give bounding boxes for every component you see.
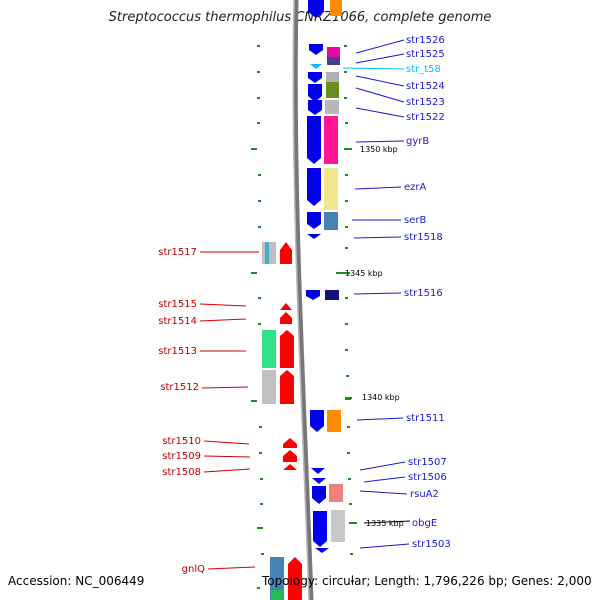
gene-label-right[interactable]: serB	[404, 215, 426, 226]
gene-label-right[interactable]: str1518	[404, 232, 443, 243]
genome-backbone	[292, 0, 314, 600]
gene-arrow-str1508	[283, 464, 297, 470]
gene-arrow-str1509	[283, 450, 297, 462]
track-dots	[251, 45, 355, 589]
gene-label-right[interactable]: str1522	[406, 112, 445, 123]
gene-label-left[interactable]: str1515	[158, 299, 197, 310]
gene-arrow-gyrB	[307, 116, 321, 164]
gene-arrow-ezrA	[307, 168, 321, 206]
forward-strand-features	[262, 242, 302, 600]
gene-arrow-serB	[307, 212, 321, 229]
left-gene-labels: str1517 str1515 str1514 str1513 str1512 …	[158, 247, 205, 575]
gene-arrow-rsuA2	[312, 486, 326, 504]
map-title: Streptococcus thermophilus CNRZ1066, com…	[108, 10, 492, 25]
gene-arrow-str1511	[310, 410, 324, 432]
left-leader-lines	[199, 251, 259, 570]
gene-arrow-str1512	[280, 370, 294, 404]
gene-arrow-str1510	[283, 438, 297, 448]
scale-label-1350: 1350 kbp	[360, 145, 398, 154]
gene-label-right[interactable]: str_t58	[406, 64, 441, 75]
gene-arrow-gnlQ	[288, 557, 302, 600]
gene-arrow-str1517	[280, 242, 292, 264]
gene-label-left[interactable]: str1509	[162, 451, 201, 462]
gene-arrow-str1506	[312, 478, 326, 484]
gene-label-right[interactable]: obgE	[412, 518, 437, 529]
gene-label-right[interactable]: str1511	[406, 413, 445, 424]
gene-label-left[interactable]: str1510	[162, 436, 201, 447]
gene-arrow-str1522	[308, 100, 322, 115]
right-leader-lines	[342, 39, 410, 549]
right-gene-labels: str1526 str1525 str_t58 str1524 str1523 …	[404, 35, 451, 550]
gene-arrow-str1507	[311, 468, 325, 474]
gene-arrow-str1523	[308, 84, 322, 102]
gene-arrow-str1518	[307, 234, 321, 239]
gene-label-right[interactable]: str1507	[408, 457, 447, 468]
gene-label-left[interactable]: str1514	[158, 316, 197, 327]
gene-arrow-str1503	[315, 548, 329, 553]
gene-arrow-str1513	[280, 330, 294, 368]
gene-label-right[interactable]: str1525	[406, 49, 445, 60]
gene-label-right[interactable]: gyrB	[406, 136, 429, 147]
gene-arrow-str1516	[306, 290, 320, 300]
scale-label-1345: 1345 kbp	[345, 269, 383, 278]
scale-label-1335: 1335 kbp	[366, 519, 404, 528]
gene-arrow-str1515	[280, 303, 292, 310]
gene-arrow-str1524	[308, 72, 322, 83]
genome-summary: Topology: circular; Length: 1,796,226 bp…	[262, 574, 592, 588]
gene-label-left[interactable]: str1517	[158, 247, 197, 258]
gene-label-right[interactable]: str1506	[408, 472, 447, 483]
genome-backbone-highlight	[292, 0, 310, 600]
gene-label-right[interactable]: str1523	[406, 97, 445, 108]
gene-arrow-obgE	[313, 511, 327, 547]
gene-label-right[interactable]: str1516	[404, 288, 443, 299]
gene-label-left[interactable]: str1508	[162, 467, 201, 478]
gene-label-right[interactable]: rsuA2	[410, 489, 439, 500]
reverse-strand-features	[306, 0, 345, 553]
gene-label-right[interactable]: ezrA	[404, 182, 427, 193]
gene-label-right[interactable]: str1524	[406, 81, 445, 92]
gene-arrow-str1514	[280, 312, 292, 324]
gene-arrow-str1526	[308, 0, 324, 18]
gene-label-left[interactable]: str1512	[160, 382, 199, 393]
scale-label-1340: 1340 kbp	[362, 393, 400, 402]
gene-label-left[interactable]: gnlQ	[182, 564, 205, 575]
gene-label-right[interactable]: str1503	[412, 539, 451, 550]
gene-label-left[interactable]: str1513	[158, 346, 197, 357]
accession-label: Accession: NC_006449	[8, 574, 145, 588]
gene-label-right[interactable]: str1526	[406, 35, 445, 46]
gene-arrow-str1525	[309, 44, 323, 55]
